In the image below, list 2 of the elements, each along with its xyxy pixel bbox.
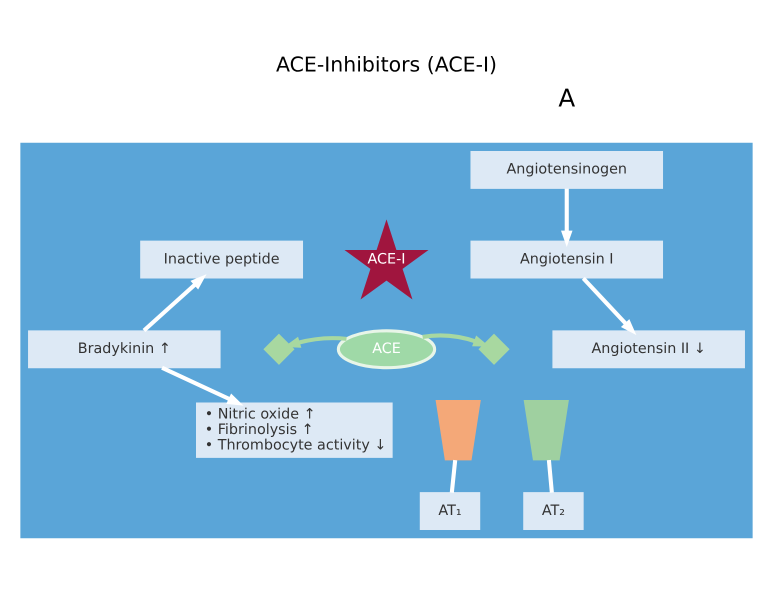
label: A [558, 83, 576, 112]
diagram-title: ACE-Inhibitors (ACE-I) [276, 52, 497, 76]
